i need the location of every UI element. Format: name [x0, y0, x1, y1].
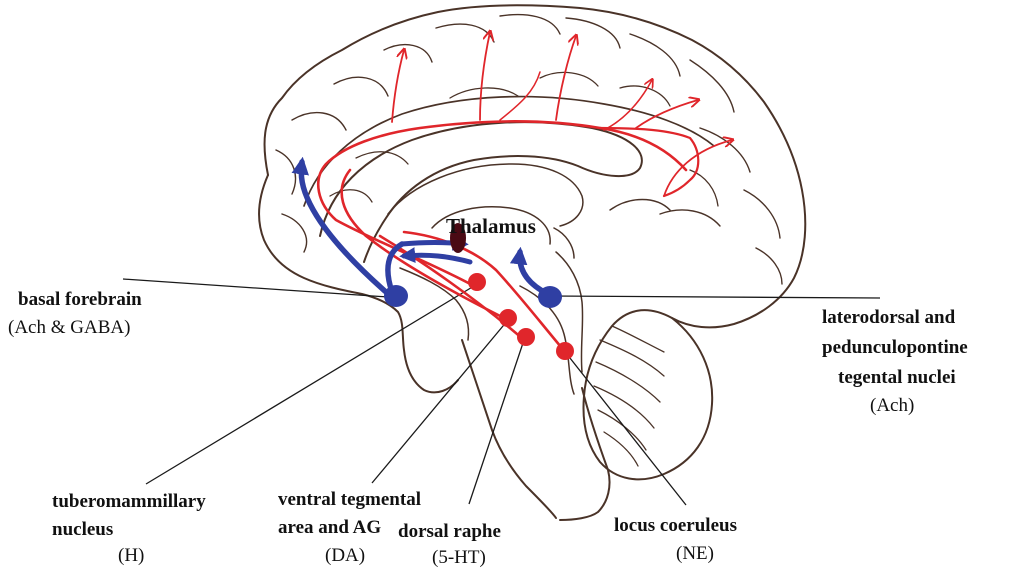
vta-name-line-2: area and AG [278, 516, 381, 540]
leader-basal-forebrain [123, 279, 388, 297]
cerebellum-folia [594, 326, 664, 466]
dorsal-raphe-transmitter: (5-HT) [432, 546, 486, 570]
red-branch-2 [480, 32, 490, 120]
dot-vta [499, 309, 517, 327]
red-branch-1 [392, 50, 404, 122]
dot-tuberomammillary [468, 273, 486, 291]
laterodorsal-name-line-1: laterodorsal and [822, 306, 955, 330]
laterodorsal-transmitter: (Ach) [870, 394, 914, 418]
leader-vta [372, 320, 508, 483]
laterodorsal-name-line-2: pedunculopontine [822, 336, 968, 360]
leader-laterodorsal [548, 296, 880, 298]
dot-locus-coeruleus [556, 342, 574, 360]
locus-coeruleus-name: locus coeruleus [614, 514, 737, 538]
basal-forebrain-name: basal forebrain [18, 288, 142, 312]
vta-transmitter: (DA) [325, 544, 365, 568]
thalamus-label: Thalamus [446, 214, 536, 238]
tuberomammillary-transmitter: (H) [118, 544, 144, 568]
tuberomammillary-name-line-2: nucleus [52, 518, 113, 542]
leader-tuberomammillary [146, 286, 474, 484]
monoamine-pathways [318, 32, 732, 353]
vta-name-line-1: ventral tegmental [278, 488, 421, 512]
leader-dorsal-raphe [469, 340, 524, 504]
gyrus-folds-3 [330, 72, 718, 206]
dot-laterodorsal [538, 286, 562, 308]
red-branch-3 [556, 36, 576, 120]
brainstem-outline-back [560, 388, 610, 520]
dorsal-raphe-name: dorsal raphe [398, 520, 501, 544]
dot-basal-forebrain [384, 285, 408, 307]
basal-forebrain-transmitter: (Ach & GABA) [8, 316, 130, 340]
locus-coeruleus-transmitter: (NE) [676, 542, 714, 566]
dot-dorsal-raphe [517, 328, 535, 346]
brain-outline [259, 5, 805, 520]
laterodorsal-name-line-3: tegental nuclei [838, 366, 956, 390]
frontal-underside [259, 175, 458, 392]
gyrus-folds-1 [292, 15, 734, 130]
red-main-tract [318, 121, 686, 286]
leader-locus-coeruleus [566, 353, 686, 505]
nucleus-dots [384, 273, 574, 360]
tuberomammillary-name-line-1: tuberomammillary [52, 490, 206, 514]
brainstem-outline-front [462, 340, 556, 518]
corpus-callosum [320, 122, 642, 262]
red-tract-posterior [600, 128, 698, 196]
